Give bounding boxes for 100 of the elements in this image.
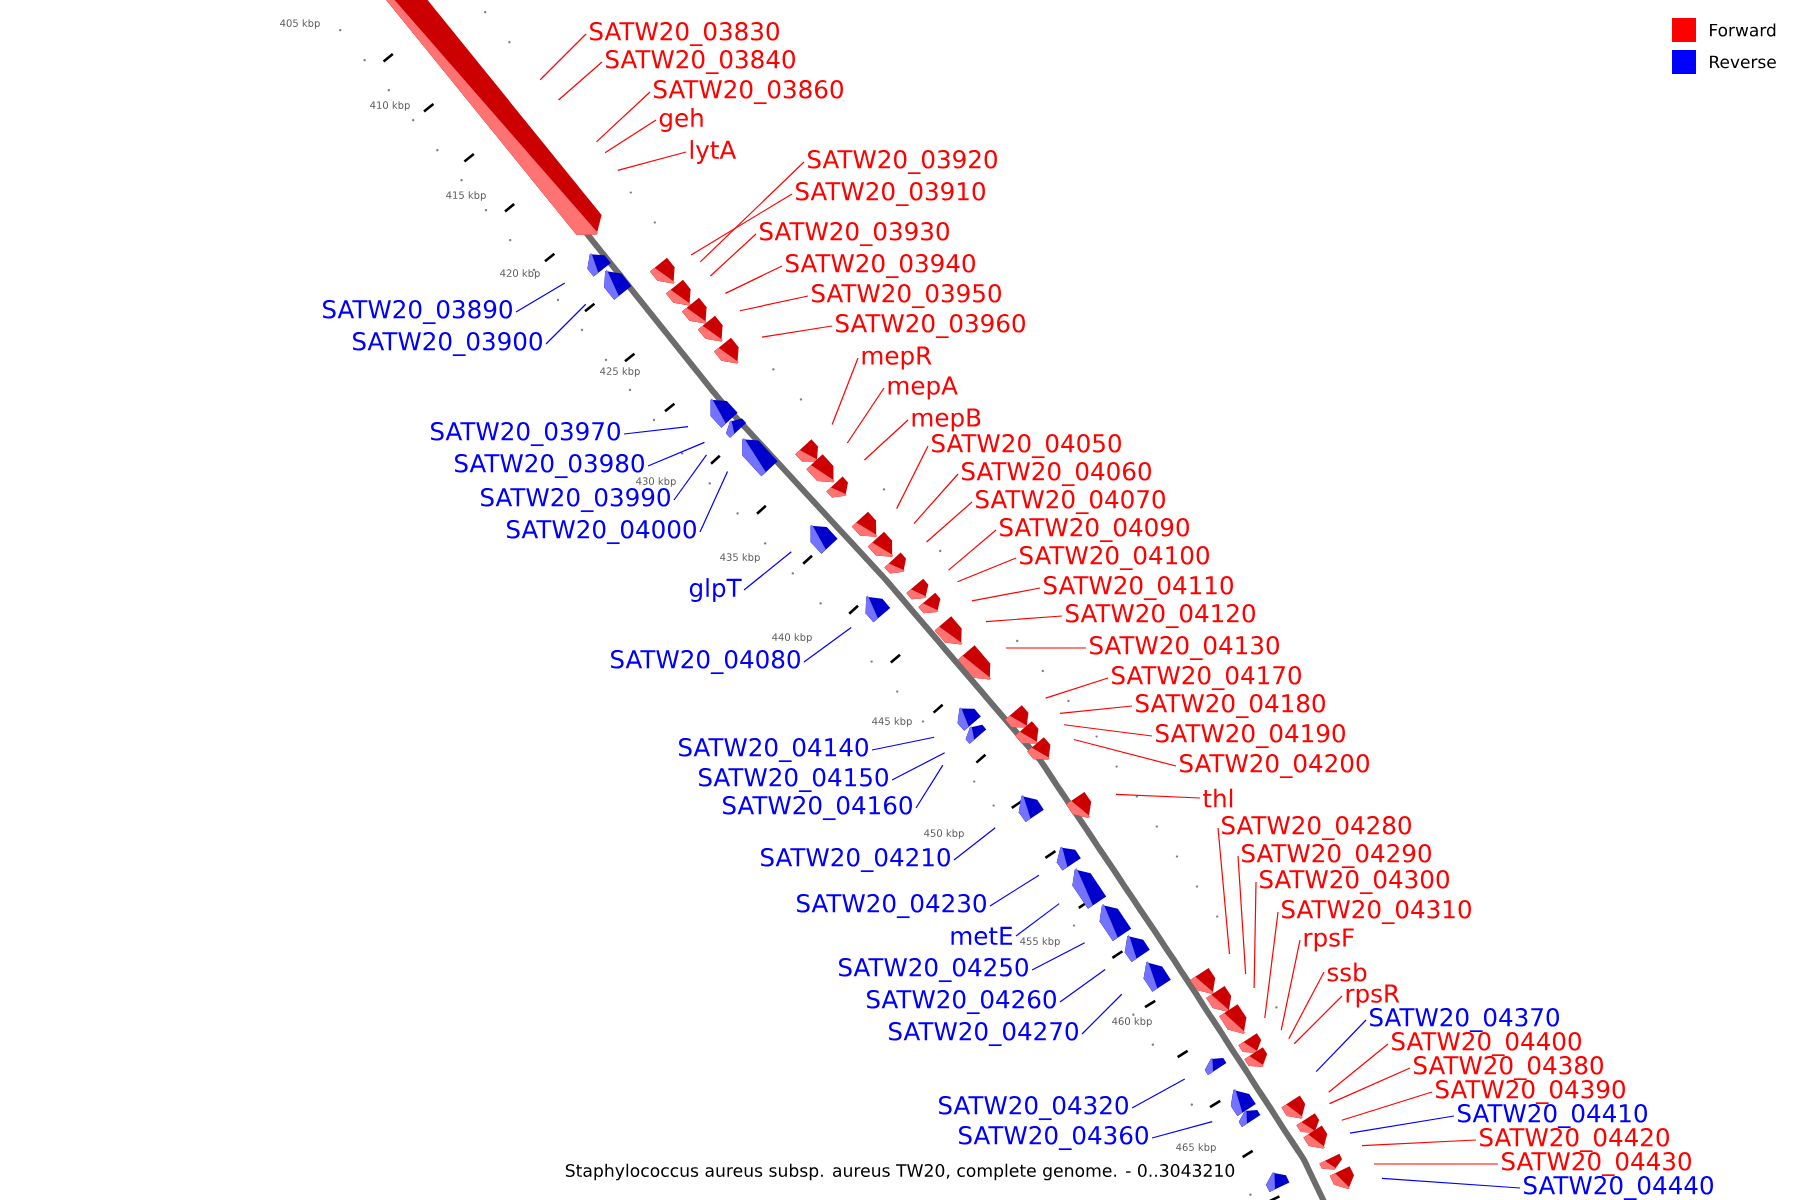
gene-label: SATW20_04120 (1066, 604, 1255, 629)
leader-line (1131, 1078, 1186, 1109)
gene-label: SATW20_03890 (323, 300, 512, 325)
gene-label: SATW20_04210 (761, 848, 950, 873)
leader-line (948, 529, 997, 571)
leader-line (761, 325, 833, 338)
gene-label: SATW20_04320 (939, 1096, 1128, 1121)
gene-label: SATW20_04280 (1222, 816, 1411, 841)
gene-label: rpsR (1346, 984, 1400, 1008)
gene-label: SATW20_04290 (1242, 844, 1431, 869)
gene-label: glpT (689, 578, 742, 602)
leader-line (846, 387, 885, 444)
gene-label: SATW20_03950 (812, 284, 1001, 309)
gene-label: SATW20_03860 (654, 80, 843, 105)
leader-line (724, 265, 783, 294)
leader-line (1217, 827, 1231, 955)
leader-line (989, 874, 1040, 907)
leader-line (1293, 995, 1343, 1045)
legend-label: Forward (1710, 23, 1776, 37)
gene-label: SATW20_03970 (431, 422, 620, 447)
gene-label: SATW20_04360 (959, 1126, 1148, 1151)
gene-label: SATW20_03960 (836, 314, 1025, 339)
leader-line (1373, 1163, 1499, 1165)
leader-line (1328, 1043, 1389, 1093)
caption: Staphylococcus aureus subsp. aureus TW20, complete genome. - 0..3043210 (565, 1163, 1235, 1181)
leader-line (1237, 855, 1247, 975)
leader-line (1081, 993, 1123, 1035)
gene-label: SATW20_04180 (1136, 694, 1325, 719)
gene-label: metE (951, 926, 1012, 946)
leader-line (985, 615, 1063, 623)
gene-label: SATW20_04230 (797, 894, 986, 919)
leader-line (690, 193, 793, 256)
leader-line (545, 303, 587, 345)
gene-label: SATW20_04250 (839, 958, 1028, 983)
gene-label: SATW20_03910 (796, 182, 985, 207)
gene-label: SATW20_04270 (889, 1022, 1078, 1047)
leader-line (871, 736, 935, 751)
gene-label: SATW20_03920 (808, 150, 997, 175)
leader-line (557, 61, 603, 101)
gene-label: SATW20_04310 (1282, 900, 1471, 925)
gene-label: SATW20_04380 (1414, 1056, 1603, 1081)
leader-line (1151, 1121, 1213, 1139)
leader-line (709, 233, 757, 277)
gene-label: SATW20_03830 (590, 22, 779, 47)
leader-line (623, 426, 689, 435)
leader-line (1341, 1091, 1433, 1121)
gene-label: lytA (690, 140, 737, 164)
leader-line (1073, 738, 1177, 767)
leader-line (831, 357, 859, 426)
leader-line (925, 501, 973, 543)
gene-label: SATW20_04130 (1090, 636, 1279, 661)
leader-line (743, 551, 792, 591)
leader-line (1031, 942, 1086, 971)
gene-label: SATW20_04200 (1180, 754, 1369, 779)
leader-line (956, 557, 1017, 583)
leader-line (953, 827, 996, 861)
gene-label: SATW20_04400 (1392, 1032, 1581, 1057)
gene-label: SATW20_04070 (976, 490, 1165, 515)
gene-label: SATW20_04190 (1156, 724, 1345, 749)
gene-label: SATW20_04300 (1260, 870, 1449, 895)
leader-line (699, 470, 729, 533)
leader-line (863, 419, 909, 461)
leader-line (1361, 1139, 1477, 1147)
leader-line (1063, 724, 1153, 737)
leader-line (1045, 677, 1109, 699)
gene-label: SATW20_04420 (1480, 1128, 1669, 1153)
leader-line (595, 91, 651, 143)
gene-label: SATW20_04050 (932, 434, 1121, 459)
gene-label: SATW20_03900 (353, 332, 542, 357)
gene-label: SATW20_04440 (1524, 1176, 1713, 1200)
leader-line (896, 445, 929, 510)
leader-line (1115, 793, 1201, 799)
gene-label: thl (1203, 788, 1233, 808)
leader-line (673, 454, 708, 501)
leader-line (515, 282, 566, 313)
leader-line (1315, 1019, 1367, 1073)
gene-label: SATW20_04060 (962, 462, 1151, 487)
gene-label: SATW20_04100 (1020, 546, 1209, 571)
gene-label: SATW20_04430 (1502, 1152, 1691, 1177)
gene-label: ssb (1327, 962, 1367, 982)
gene-label: mepR (862, 346, 932, 370)
gene-label: SATW20_04390 (1436, 1080, 1625, 1105)
gene-label: geh (659, 108, 703, 132)
leader-line (1264, 911, 1279, 1019)
gene-label: SATW20_04110 (1044, 576, 1233, 601)
legend-label: Reverse (1710, 55, 1776, 69)
gene-label: rpsF (1304, 928, 1354, 952)
gene-label: mepB (912, 408, 981, 432)
leader-line (1059, 705, 1133, 714)
gene-label: SATW20_04160 (723, 796, 912, 821)
leader-line (1005, 647, 1087, 649)
gene-label: SATW20_04170 (1112, 666, 1301, 691)
leader-line (971, 587, 1041, 602)
leader-line (617, 151, 687, 172)
leader-line (1280, 939, 1301, 1031)
leader-line (1381, 1177, 1521, 1189)
leader-line (1015, 903, 1060, 937)
leader-line (1328, 1067, 1411, 1105)
gene-label: SATW20_04150 (699, 768, 888, 793)
leader-line (913, 473, 959, 525)
